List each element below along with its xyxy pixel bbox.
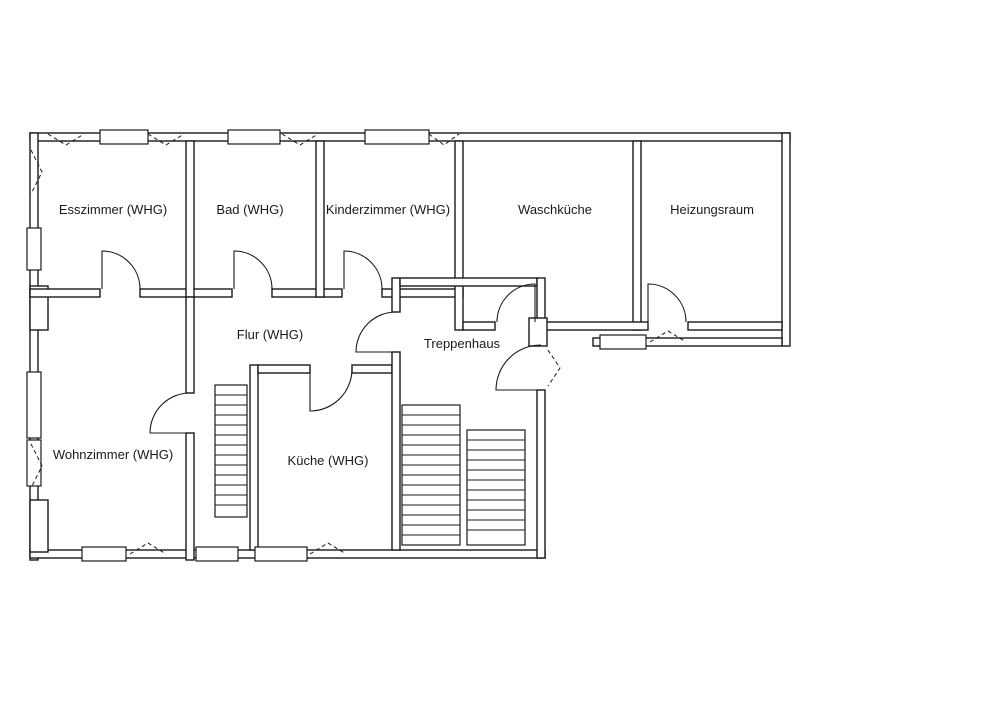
room-label-esszimmer: Esszimmer (WHG) xyxy=(59,202,167,217)
stairs-main xyxy=(401,404,526,546)
room-label-kinderzimmer: Kinderzimmer (WHG) xyxy=(326,202,450,217)
stairs-cellar xyxy=(214,384,248,518)
room-label-waschkueche: Waschküche xyxy=(518,202,592,217)
room-label-bad: Bad (WHG) xyxy=(216,202,283,217)
room-label-flur: Flur (WHG) xyxy=(237,327,303,342)
window-swing-dashes xyxy=(30,133,687,555)
room-label-treppenhaus: Treppenhaus xyxy=(424,336,501,351)
room-label-wohnzimmer: Wohnzimmer (WHG) xyxy=(53,447,173,462)
room-labels: Esszimmer (WHG) Bad (WHG) Kinderzimmer (… xyxy=(53,202,754,468)
door-swings xyxy=(101,250,687,434)
room-label-kueche: Küche (WHG) xyxy=(288,453,369,468)
room-label-heizungsraum: Heizungsraum xyxy=(670,202,754,217)
windows xyxy=(26,129,647,562)
